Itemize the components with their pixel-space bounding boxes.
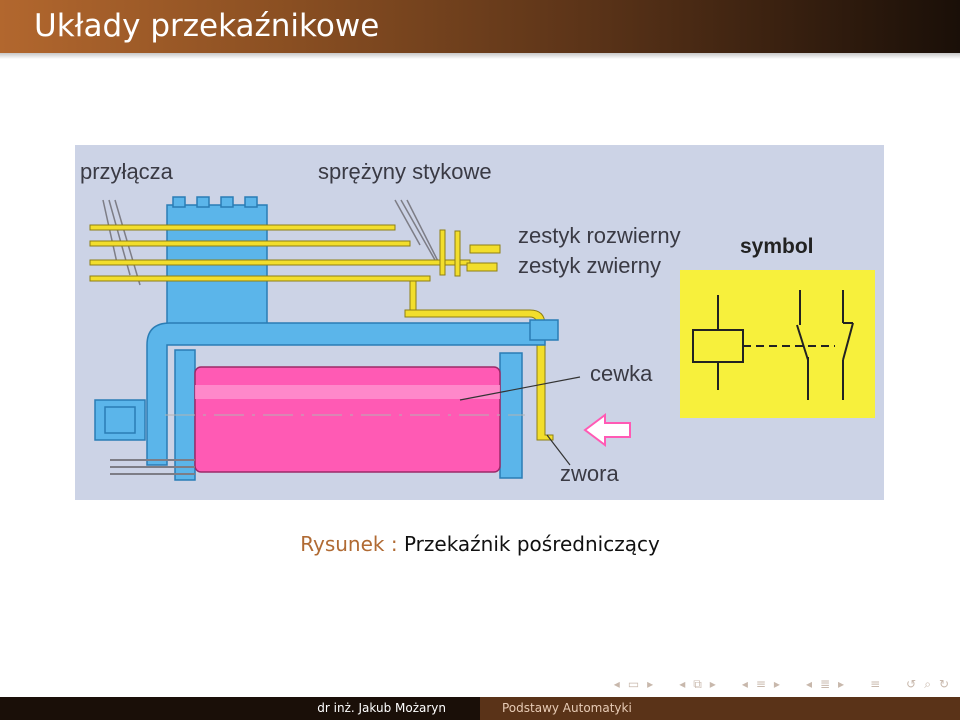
navigation-symbols: ◂ ▭ ▸ ◂ ⧉ ▸ ◂ ≡ ▸ ◂ ≣ ▸ ≡ ↺ ⌕ ↻ (611, 674, 952, 694)
nav-forward-icon[interactable]: ↻ (938, 677, 949, 691)
footer-course: Podstawy Automatyki (480, 697, 960, 720)
footer-bar: dr inż. Jakub Możaryn Podstawy Automatyk… (0, 697, 960, 720)
nav-doc-next-icon[interactable]: ▸ (838, 677, 845, 691)
footer-author: dr inż. Jakub Możaryn (0, 697, 480, 720)
slide-title: Układy przekaźnikowe (34, 8, 380, 44)
figure-caption: Rysunek : Przekaźnik pośredniczący (0, 530, 960, 558)
label-coil: cewka (590, 361, 653, 386)
label-symbol: symbol (740, 235, 814, 258)
title-bar-shadow (0, 53, 960, 59)
nav-frame-prev-icon[interactable]: ◂ (613, 677, 620, 691)
nav-doc-icon[interactable]: ≣ (819, 677, 831, 691)
label-terminals: przyłącza (80, 159, 174, 184)
nav-section-next-icon[interactable]: ▸ (773, 677, 780, 691)
coil (165, 366, 525, 473)
nav-align-icon[interactable]: ≡ (870, 677, 881, 691)
caption-label: Rysunek : (300, 532, 398, 556)
label-nc-contact: zestyk rozwierny (518, 223, 681, 248)
callout-lines (459, 376, 581, 466)
nav-section-prev-icon[interactable]: ◂ (741, 677, 748, 691)
nav-search-icon[interactable]: ⌕ (924, 676, 931, 691)
relay-diagram: przyłącza sprężyny stykowe zestyk rozwie… (75, 145, 884, 500)
nav-section-icon[interactable]: ≡ (755, 677, 766, 691)
base-wires (110, 459, 195, 475)
nav-frame-icon[interactable]: ▭ (627, 677, 640, 691)
contact-springs (89, 224, 554, 441)
nav-subsection-icon[interactable]: ⧉ (693, 676, 702, 691)
nav-frame-next-icon[interactable]: ▸ (647, 677, 654, 691)
nav-subsection-next-icon[interactable]: ▸ (709, 677, 716, 691)
label-armature: zwora (560, 461, 619, 486)
nav-subsection-prev-icon[interactable]: ◂ (679, 677, 686, 691)
nav-doc-prev-icon[interactable]: ◂ (805, 677, 812, 691)
bolt-nut (94, 399, 146, 441)
label-no-contact: zestyk zwierny (518, 253, 661, 278)
relay-frame (146, 319, 559, 481)
caption-text: Przekaźnik pośredniczący (403, 532, 660, 556)
nav-back-icon[interactable]: ↺ (906, 677, 917, 691)
title-bar: Układy przekaźnikowe (0, 0, 960, 53)
label-springs: sprężyny stykowe (318, 159, 492, 184)
relay-figure: przyłącza sprężyny stykowe zestyk rozwie… (75, 145, 884, 500)
armature-arrow-icon (583, 413, 631, 447)
symbol-panel (680, 270, 875, 418)
